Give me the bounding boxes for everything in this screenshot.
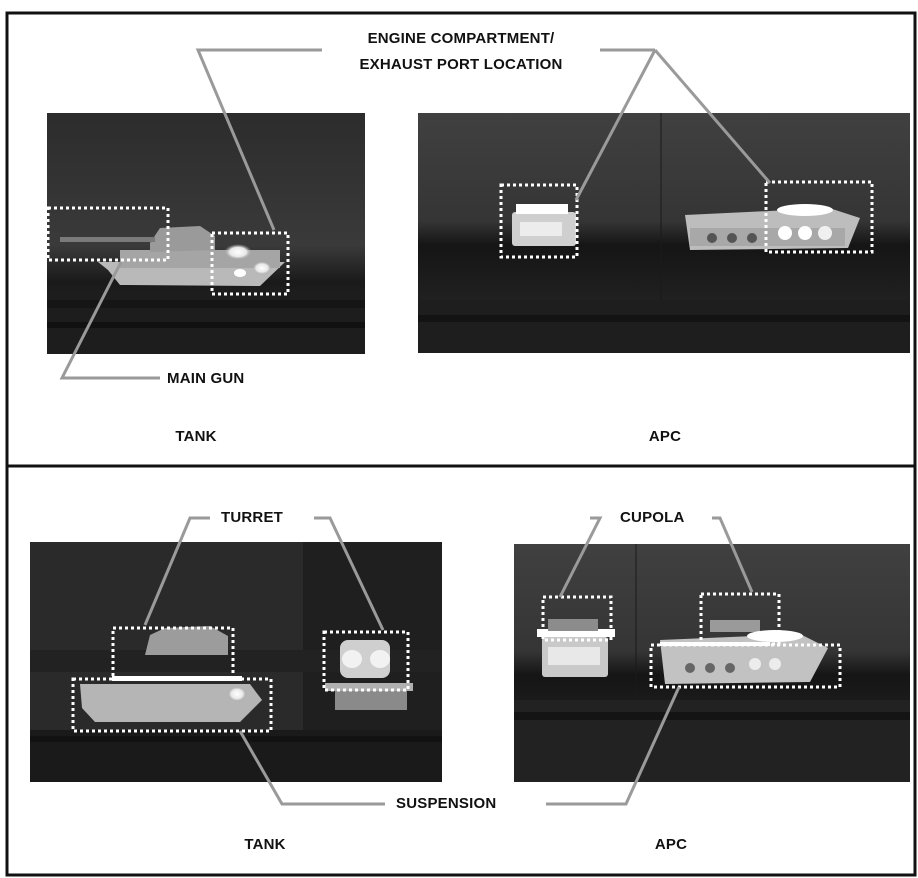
bottom-apc-thermal-image [514, 544, 910, 782]
cupola-label: CUPOLA [620, 509, 685, 527]
bottom-tank-thermal-image [30, 542, 442, 782]
top-tank-thermal-image [47, 113, 365, 354]
bottom-apc-caption: APC [655, 836, 687, 854]
suspension-label: SUSPENSION [396, 795, 496, 813]
top-apc-caption: APC [649, 428, 681, 446]
engine-compartment-label-line1: ENGINE COMPARTMENT/ [368, 30, 555, 48]
bottom-tank-caption: TANK [244, 836, 285, 854]
top-apc-thermal-image [418, 113, 910, 353]
engine-compartment-label-line2: EXHAUST PORT LOCATION [359, 56, 562, 74]
main-gun-label: MAIN GUN [167, 370, 244, 388]
turret-label: TURRET [221, 509, 283, 527]
top-tank-caption: TANK [175, 428, 216, 446]
